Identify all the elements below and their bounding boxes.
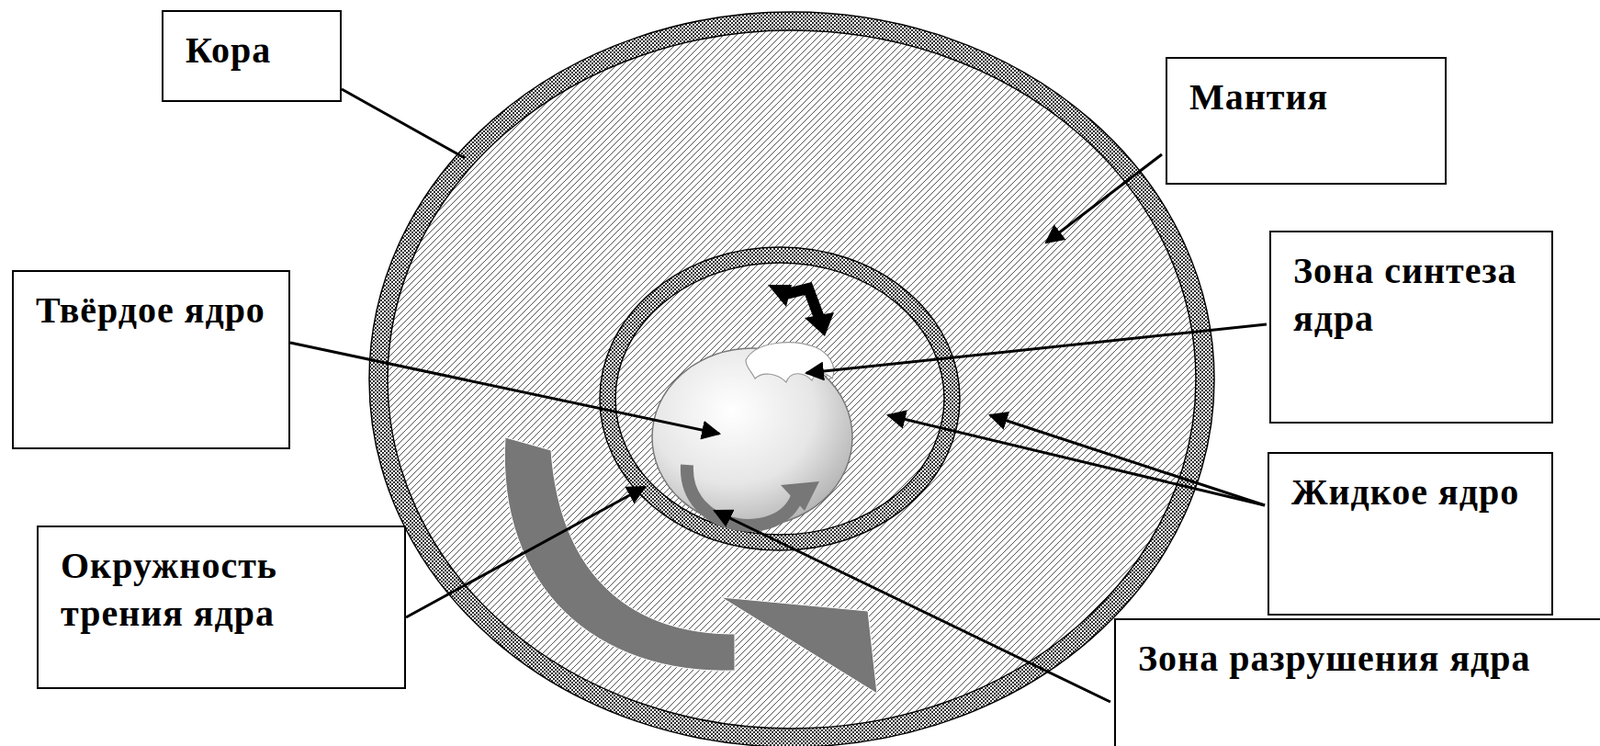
destruction-zone-label-box: Зона разрушения ядра (1114, 618, 1600, 746)
synthesis-zone-shape (745, 342, 834, 383)
label-text: Жидкое ядро (1291, 468, 1530, 517)
label-text: Окружность трения ядра (60, 541, 383, 638)
solid-core-label-box: Твёрдое ядро (11, 270, 291, 450)
mantle-area (387, 30, 1196, 729)
leader-arrow (405, 486, 645, 618)
leader-arrow (806, 324, 1267, 373)
synthesis-zone-label-box: Зона синтеза ядра (1269, 230, 1554, 424)
leader-arrow (990, 415, 1265, 506)
label-text: Зона разрушения ядра (1138, 634, 1578, 683)
friction-ring (599, 247, 960, 551)
leader-arrow (290, 342, 720, 434)
mantle-flow-arrow (504, 437, 735, 671)
leader-arrow (1046, 154, 1162, 243)
leader-arrow (714, 510, 1111, 702)
friction-circle-label-box: Окружность трения ядра (36, 525, 406, 689)
leader-arrow (888, 415, 1265, 506)
leader-line (341, 89, 465, 158)
label-text: Твёрдое ядро (35, 286, 267, 335)
core-flow-arrowhead (780, 481, 820, 511)
label-text: Мантия (1189, 73, 1423, 122)
crust-band (369, 11, 1215, 746)
label-text: Кора (185, 26, 318, 75)
core-flow-arrow (687, 464, 798, 526)
liquid-core-label-box: Жидкое ядро (1267, 451, 1554, 616)
synthesis-flow-arrowhead (804, 312, 834, 337)
mantle-flow-arrowhead (721, 597, 878, 694)
liquid-core-area (615, 262, 945, 535)
mantle-label-box: Мантия (1165, 56, 1447, 185)
label-text: Зона синтеза ядра (1293, 247, 1530, 343)
crust-label-box: Кора (161, 10, 342, 102)
synthesis-flow-arrowhead (767, 284, 792, 307)
leader-lines (290, 89, 1267, 702)
